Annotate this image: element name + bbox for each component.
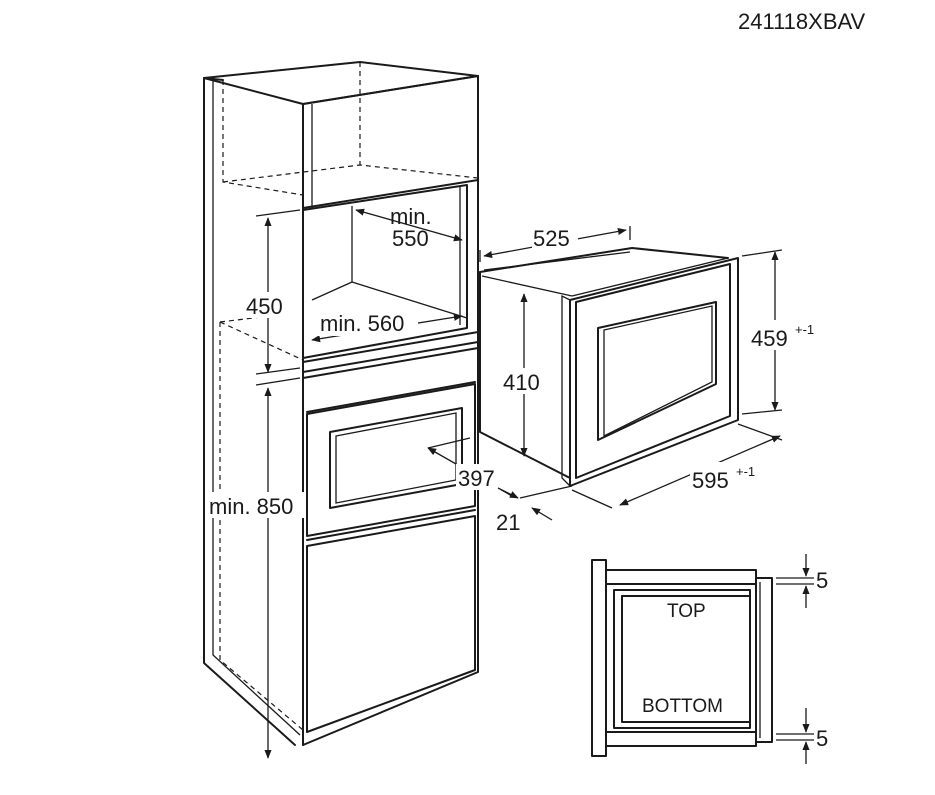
drawing-code: 241118XBAV: [738, 9, 866, 34]
front-thickness-value: 21: [496, 510, 520, 535]
front-width-value: 595: [692, 468, 729, 493]
bottom-gap-value: 5: [816, 726, 828, 751]
cabinet-dimensions: min. 550 450 min. 560 min. 850: [208, 204, 463, 759]
niche-width-value: min. 560: [320, 311, 404, 336]
door-offset-value: 397: [458, 466, 495, 491]
front-width-tolerance: +-1: [736, 464, 755, 479]
front-height-value: 459: [751, 326, 788, 351]
appliance-dimensions: 525 410 459 +-1 595 +-1 397 21: [427, 226, 830, 535]
floor-height-value: min. 850: [209, 494, 293, 519]
body-height-value: 410: [503, 370, 540, 395]
niche-height-value: 450: [246, 294, 283, 319]
section-detail: 5 5 TOP BOTTOM: [591, 554, 828, 764]
tall-cabinet: [203, 61, 479, 746]
front-thickness-arrow-a: [497, 487, 519, 499]
niche-depth-arrow: [355, 208, 463, 242]
niche-depth-label: min.: [390, 204, 432, 229]
top-label: TOP: [667, 601, 706, 622]
microwave-appliance: [479, 247, 739, 487]
bottom-label: BOTTOM: [642, 696, 723, 717]
depth-value: 525: [533, 226, 570, 251]
front-thickness-arrow-b: [531, 507, 553, 521]
top-gap-value: 5: [816, 568, 828, 593]
niche-depth-value: 550: [392, 226, 429, 251]
front-height-tolerance: +-1: [795, 322, 814, 337]
